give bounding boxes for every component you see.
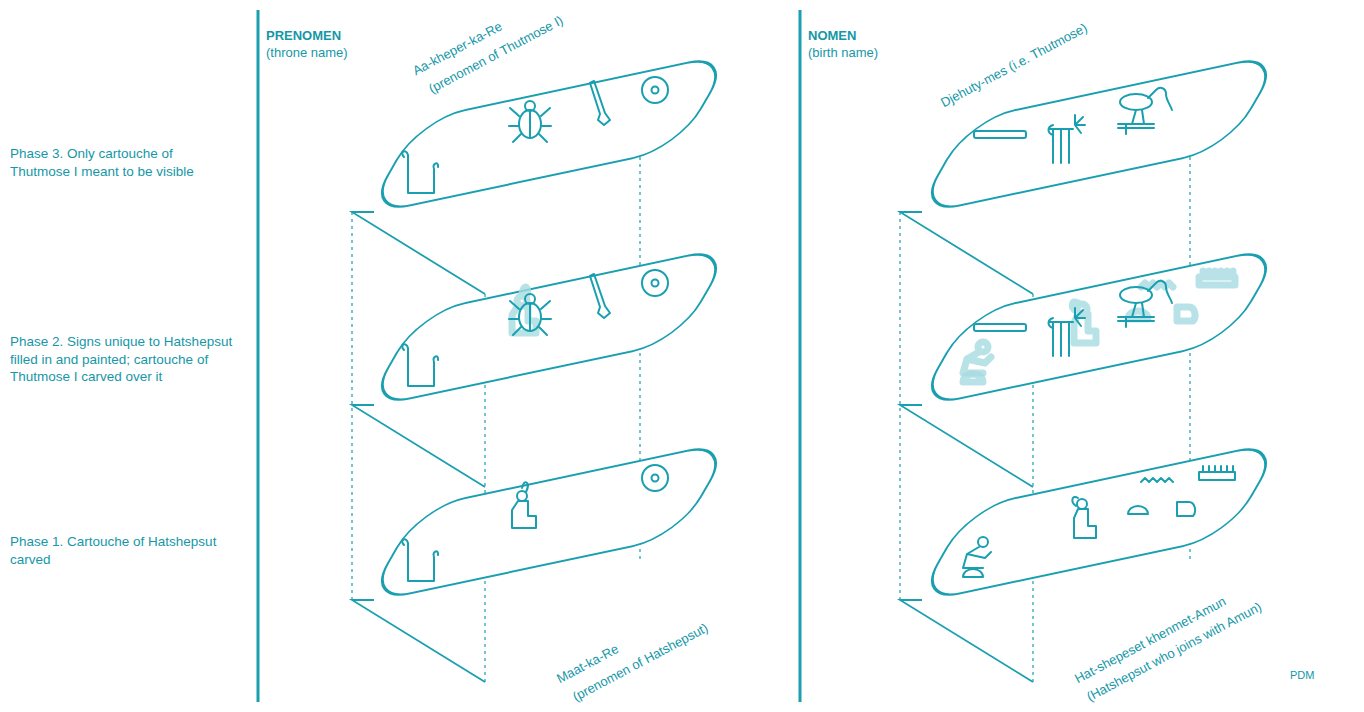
cartouche-outline [365,441,733,603]
hieroglyph [1072,497,1096,538]
hieroglyph [1049,308,1086,356]
hieroglyph [642,270,668,296]
cartouche-outline [915,246,1283,408]
level-plane-edge [900,600,1033,682]
filled-hieroglyph [1141,283,1173,287]
phase-note: Phase 2. Signs unique to Hatshepsut fill… [10,333,235,386]
hieroglyph [642,77,668,103]
column-heading: PRENOMEN [266,28,341,45]
filled-hieroglyph [1199,271,1235,285]
hieroglyph [512,482,536,528]
hieroglyph [963,537,991,568]
hieroglyph [590,274,610,318]
column-subheading: (throne name) [266,45,348,62]
cartouche-outline [365,246,733,408]
hieroglyph [1049,115,1086,163]
hieroglyph [1199,466,1235,480]
column-heading: NOMEN [808,28,856,45]
filled-hieroglyph [963,374,983,382]
hieroglyph [974,324,1026,331]
phase-note: Phase 1. Cartouche of Hatshepsut carved [10,533,235,568]
hieroglyph [509,101,551,142]
level-plane-edge [900,405,1033,487]
level-plane-edge [352,212,485,294]
hieroglyph [590,81,610,125]
column-divider [257,10,260,702]
level-plane-edge [900,212,1033,294]
level-plane-edge [352,600,485,682]
hieroglyph [1177,502,1195,516]
phase-note: Phase 3. Only cartouche of Thutmose I me… [10,145,235,180]
filled-hieroglyph [1177,307,1195,321]
hieroglyph [1141,478,1173,482]
hieroglyph [402,151,438,193]
hieroglyph [974,131,1026,138]
hieroglyph [402,539,438,581]
credit: PDM [1290,668,1314,682]
hieroglyph [642,465,668,491]
column-subheading: (birth name) [808,45,878,62]
level-plane-edge [352,405,485,487]
cartouche-label: Djehuty-mes (i.e. Thutmose) [938,20,1091,112]
hieroglyph [963,569,983,577]
column-divider [799,10,802,702]
hieroglyph [402,344,438,386]
hieroglyph [1118,281,1172,327]
hieroglyph [509,294,551,335]
cartouche-outline [915,53,1283,215]
filled-hieroglyph [963,342,991,373]
hieroglyph [1128,506,1148,514]
cartouche-outline [915,441,1283,603]
hieroglyph [1118,88,1172,134]
